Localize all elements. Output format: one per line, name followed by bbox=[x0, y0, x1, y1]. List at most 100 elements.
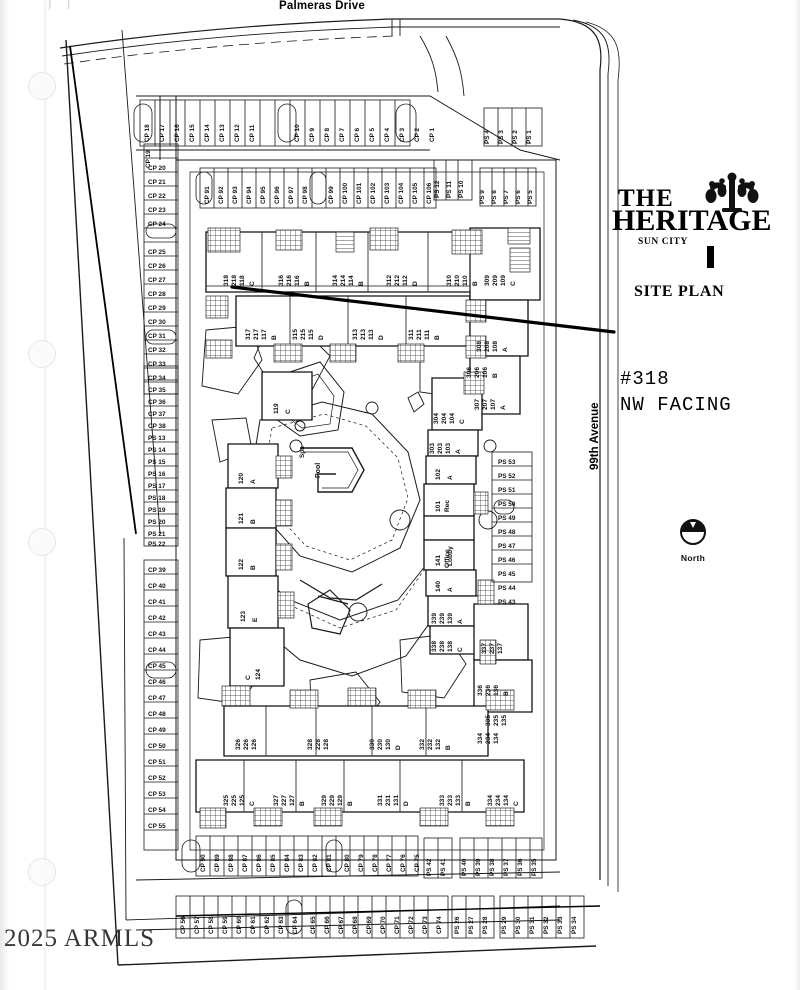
svg-text:239: 239 bbox=[439, 613, 446, 624]
svg-text:CP 44: CP 44 bbox=[148, 647, 166, 654]
svg-text:CP 39: CP 39 bbox=[148, 567, 166, 574]
svg-text:235: 235 bbox=[493, 715, 500, 726]
svg-text:CP 105: CP 105 bbox=[412, 182, 419, 204]
svg-text:CP 12: CP 12 bbox=[234, 124, 241, 142]
svg-text:236: 236 bbox=[485, 685, 492, 696]
svg-text:CP 26: CP 26 bbox=[148, 263, 166, 270]
svg-text:PS 10: PS 10 bbox=[458, 180, 465, 198]
svg-text:PS 38: PS 38 bbox=[489, 858, 496, 876]
svg-text:CP 82: CP 82 bbox=[312, 854, 319, 872]
svg-text:123: 123 bbox=[240, 611, 247, 622]
svg-text:CP 57: CP 57 bbox=[194, 916, 201, 934]
svg-text:231: 231 bbox=[385, 795, 392, 806]
svg-text:CP 62: CP 62 bbox=[264, 916, 271, 934]
north-label: North bbox=[680, 553, 706, 563]
svg-text:PS 19: PS 19 bbox=[148, 507, 166, 514]
svg-text:CP 22: CP 22 bbox=[148, 193, 166, 200]
svg-text:CP 67: CP 67 bbox=[338, 916, 345, 934]
svg-text:PS 47: PS 47 bbox=[498, 543, 516, 550]
svg-text:CP 11: CP 11 bbox=[249, 124, 256, 142]
svg-text:CP 94: CP 94 bbox=[246, 186, 253, 204]
svg-text:B: B bbox=[465, 801, 472, 806]
svg-text:PS 26: PS 26 bbox=[454, 916, 461, 934]
page-edge-shadow-right bbox=[794, 0, 800, 990]
svg-text:CP 20: CP 20 bbox=[148, 165, 166, 172]
svg-text:PS 33: PS 33 bbox=[557, 916, 564, 934]
svg-text:CP 3: CP 3 bbox=[399, 127, 406, 142]
svg-text:313: 313 bbox=[352, 329, 359, 340]
svg-text:229: 229 bbox=[329, 795, 336, 806]
svg-text:217: 217 bbox=[253, 329, 260, 340]
svg-text:B: B bbox=[271, 335, 278, 340]
svg-text:133: 133 bbox=[455, 795, 462, 806]
svg-text:CP 27: CP 27 bbox=[148, 277, 166, 284]
svg-text:141: 141 bbox=[435, 555, 442, 566]
svg-text:B: B bbox=[358, 281, 365, 286]
svg-text:303: 303 bbox=[429, 443, 436, 454]
svg-text:127: 127 bbox=[289, 795, 296, 806]
svg-text:CP 56: CP 56 bbox=[180, 916, 187, 934]
svg-text:D: D bbox=[412, 281, 419, 286]
svg-text:CP 8: CP 8 bbox=[324, 127, 331, 142]
svg-text:PS 14: PS 14 bbox=[148, 447, 166, 454]
svg-text:PS 49: PS 49 bbox=[498, 515, 516, 522]
armls-watermark: 2025 ARMLS bbox=[4, 925, 156, 952]
svg-text:A: A bbox=[500, 405, 507, 410]
hole-punch-mark bbox=[28, 340, 56, 368]
svg-text:216: 216 bbox=[286, 275, 293, 286]
svg-text:CP 87: CP 87 bbox=[242, 854, 249, 872]
svg-text:334: 334 bbox=[487, 795, 494, 806]
svg-text:CP 43: CP 43 bbox=[148, 631, 166, 638]
svg-text:108: 108 bbox=[492, 341, 499, 352]
svg-text:PS 13: PS 13 bbox=[148, 435, 166, 442]
svg-text:PS 15: PS 15 bbox=[148, 459, 166, 466]
svg-text:B: B bbox=[304, 281, 311, 286]
svg-text:136: 136 bbox=[493, 685, 500, 696]
svg-text:CP 21: CP 21 bbox=[148, 179, 166, 186]
svg-text:325: 325 bbox=[223, 795, 230, 806]
svg-text:A: A bbox=[502, 347, 509, 352]
svg-text:331: 331 bbox=[377, 795, 384, 806]
svg-text:130: 130 bbox=[385, 739, 392, 750]
svg-text:CP 7: CP 7 bbox=[339, 127, 346, 142]
svg-text:335: 335 bbox=[485, 715, 492, 726]
svg-text:PS 6: PS 6 bbox=[515, 190, 522, 204]
svg-text:PS 45: PS 45 bbox=[498, 571, 516, 578]
svg-text:237: 237 bbox=[489, 643, 496, 654]
hole-punch-mark bbox=[28, 858, 56, 886]
svg-text:134: 134 bbox=[493, 733, 500, 744]
svg-text:B: B bbox=[445, 745, 452, 750]
svg-text:CP 46: CP 46 bbox=[148, 679, 166, 686]
svg-text:103: 103 bbox=[445, 443, 452, 454]
logo-line-suncity: SUN CITY bbox=[638, 236, 688, 247]
hole-punch-mark bbox=[28, 72, 56, 100]
svg-text:CP 1: CP 1 bbox=[429, 127, 436, 142]
svg-text:CP 80: CP 80 bbox=[344, 854, 351, 872]
svg-text:207: 207 bbox=[482, 399, 489, 410]
north-indicator: North bbox=[670, 518, 716, 563]
svg-text:128: 128 bbox=[323, 739, 330, 750]
svg-text:C: C bbox=[245, 675, 252, 680]
svg-text:CP 17: CP 17 bbox=[159, 124, 166, 142]
svg-text:307: 307 bbox=[474, 399, 481, 410]
svg-text:138: 138 bbox=[447, 641, 454, 652]
svg-text:CP 100: CP 100 bbox=[342, 182, 349, 204]
svg-text:230: 230 bbox=[377, 739, 384, 750]
svg-text:119: 119 bbox=[273, 403, 280, 414]
street-label-palmeras: Palmeras Drive bbox=[279, 0, 365, 12]
svg-text:PS 35: PS 35 bbox=[531, 858, 538, 876]
svg-text:310: 310 bbox=[446, 275, 453, 286]
logo-line-the: THE bbox=[618, 185, 674, 212]
svg-text:CP 88: CP 88 bbox=[228, 854, 235, 872]
svg-text:234: 234 bbox=[495, 795, 502, 806]
svg-text:232: 232 bbox=[427, 739, 434, 750]
svg-text:PS 36: PS 36 bbox=[517, 858, 524, 876]
svg-text:CP 101: CP 101 bbox=[356, 182, 363, 204]
svg-text:CP 102: CP 102 bbox=[370, 182, 377, 204]
svg-text:PS 17: PS 17 bbox=[148, 483, 166, 490]
svg-text:101: 101 bbox=[435, 501, 442, 512]
svg-text:116: 116 bbox=[294, 275, 301, 286]
svg-text:PS 8: PS 8 bbox=[491, 190, 498, 204]
svg-text:111: 111 bbox=[424, 329, 431, 340]
svg-text:CP 95: CP 95 bbox=[260, 186, 267, 204]
